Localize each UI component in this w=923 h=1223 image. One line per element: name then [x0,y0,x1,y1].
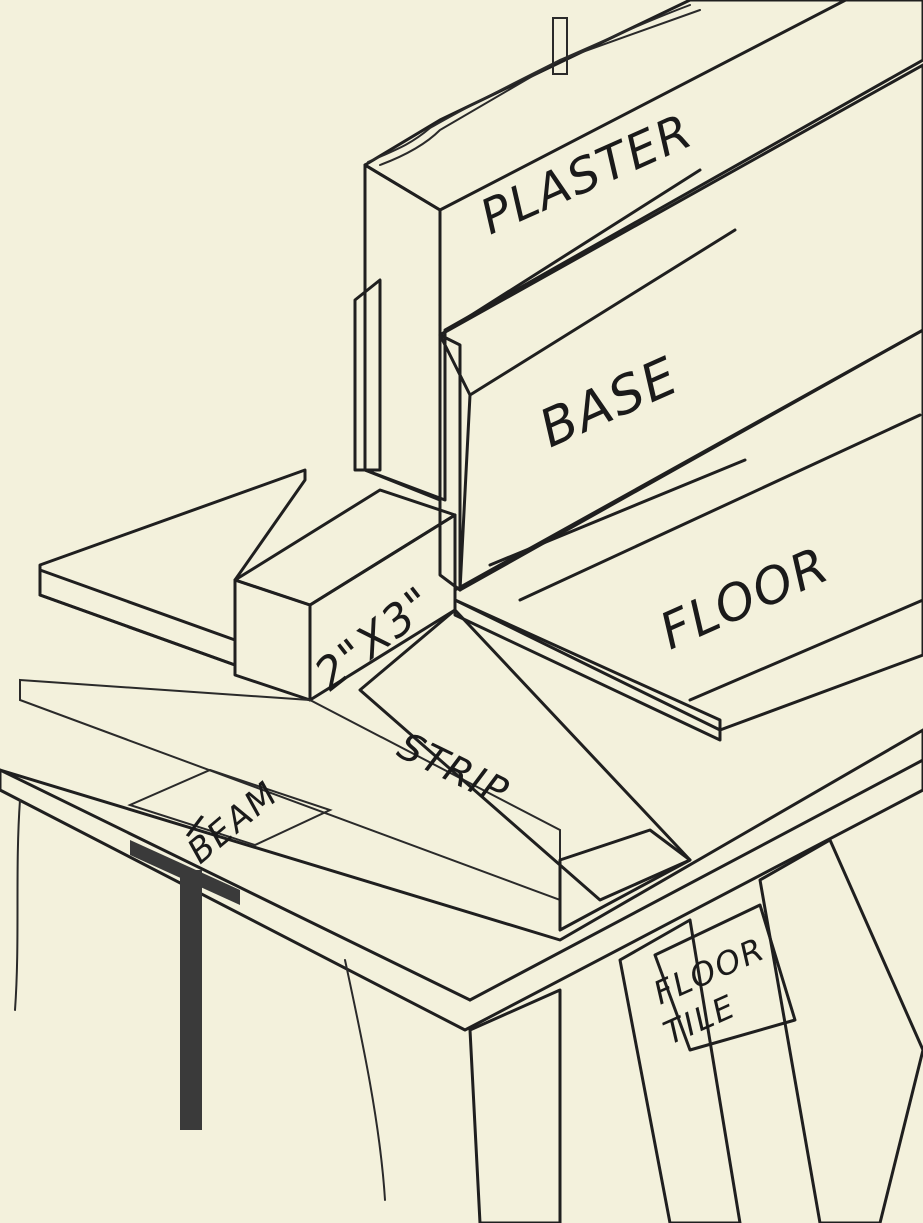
strip-sleeper [19,608,692,932]
concrete-slab [0,728,923,1032]
finished-floor [453,328,923,742]
label-strip: STRIP [391,724,516,815]
label-base: BASE [531,346,688,460]
plaster-wall [363,0,923,502]
floor-tile-blocks [468,838,923,1223]
i-beam [127,768,333,1130]
label-floor: FLOOR [651,535,838,661]
left-floor-slab [38,468,307,667]
ceiling-hangers [14,799,386,1201]
